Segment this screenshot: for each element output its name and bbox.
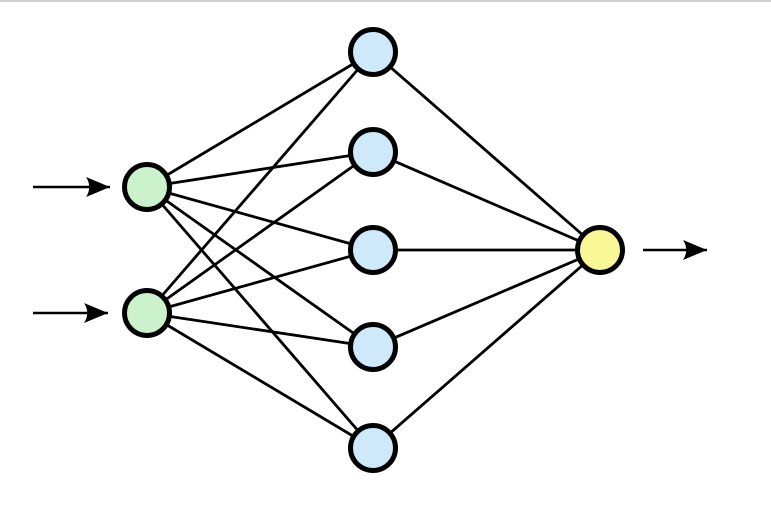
arrows-layer	[33, 177, 707, 323]
edges-layer	[145, 50, 601, 450]
edge-hidden-node-1-to-output-node-1	[372, 50, 601, 252]
hidden-node-3	[348, 225, 398, 275]
hidden-node-2	[348, 127, 398, 177]
edge-input-node-1-to-hidden-node-3	[146, 185, 374, 252]
edge-input-node-2-to-hidden-node-1	[145, 51, 375, 314]
top-border-line	[0, 0, 771, 2]
nodes-layer	[122, 27, 625, 473]
edge-input-node-1-to-hidden-node-4	[146, 185, 374, 349]
output-node-1	[575, 225, 625, 275]
input-node-2	[122, 288, 172, 338]
edge-hidden-node-5-to-output-node-1	[372, 248, 601, 450]
edge-input-node-2-to-hidden-node-5	[146, 311, 374, 450]
edge-input-node-2-to-hidden-node-4	[146, 311, 374, 349]
hidden-node-4	[348, 322, 398, 372]
edge-hidden-node-4-to-output-node-1	[372, 248, 601, 349]
edge-hidden-node-2-to-output-node-1	[372, 150, 601, 252]
edge-input-node-1-to-hidden-node-2	[146, 150, 374, 189]
hidden-node-5	[348, 423, 398, 473]
edge-input-node-2-to-hidden-node-3	[146, 248, 374, 315]
input-node-1	[122, 162, 172, 212]
hidden-node-1	[348, 27, 398, 77]
edge-input-node-1-to-hidden-node-1	[146, 50, 374, 189]
edge-input-node-1-to-hidden-node-5	[145, 186, 375, 449]
edge-input-node-2-to-hidden-node-2	[146, 150, 374, 315]
